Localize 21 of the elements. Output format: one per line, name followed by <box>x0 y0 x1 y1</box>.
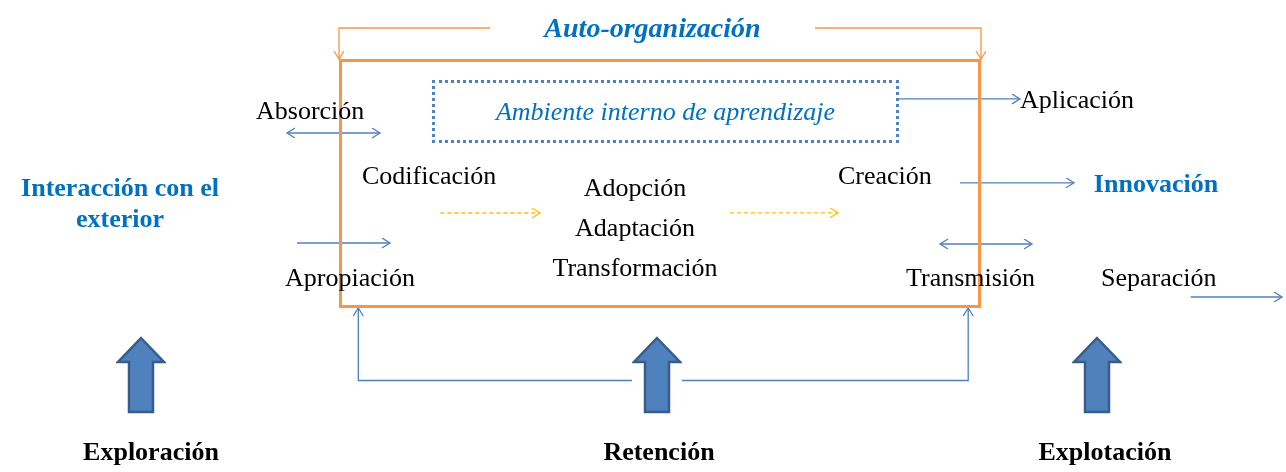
label-text: Ambiente interno de aprendizaje <box>495 95 836 128</box>
label-text: Innovación <box>1093 168 1219 200</box>
label-text: Retención <box>603 436 715 468</box>
arrow <box>959 177 1075 189</box>
arrow <box>352 307 633 382</box>
arrow <box>898 93 1021 105</box>
arrow <box>1190 291 1283 303</box>
arrow <box>333 27 491 60</box>
label-text: Creación <box>838 160 932 192</box>
label-text: Adopción Adaptación Transformación <box>551 172 719 284</box>
label-text: Codificación <box>362 160 497 192</box>
arrow <box>729 207 839 219</box>
heading-text: Auto-organización <box>544 11 761 45</box>
label-text: Interacción con el exterior <box>20 171 220 235</box>
arrow <box>814 27 987 60</box>
label-text: Aplicación <box>1020 84 1135 116</box>
label-text: Exploración <box>83 436 219 468</box>
label-text: Separación <box>1101 262 1217 294</box>
label-text: Explotación <box>1038 436 1172 468</box>
arrow <box>681 307 974 382</box>
arrow <box>439 207 541 219</box>
